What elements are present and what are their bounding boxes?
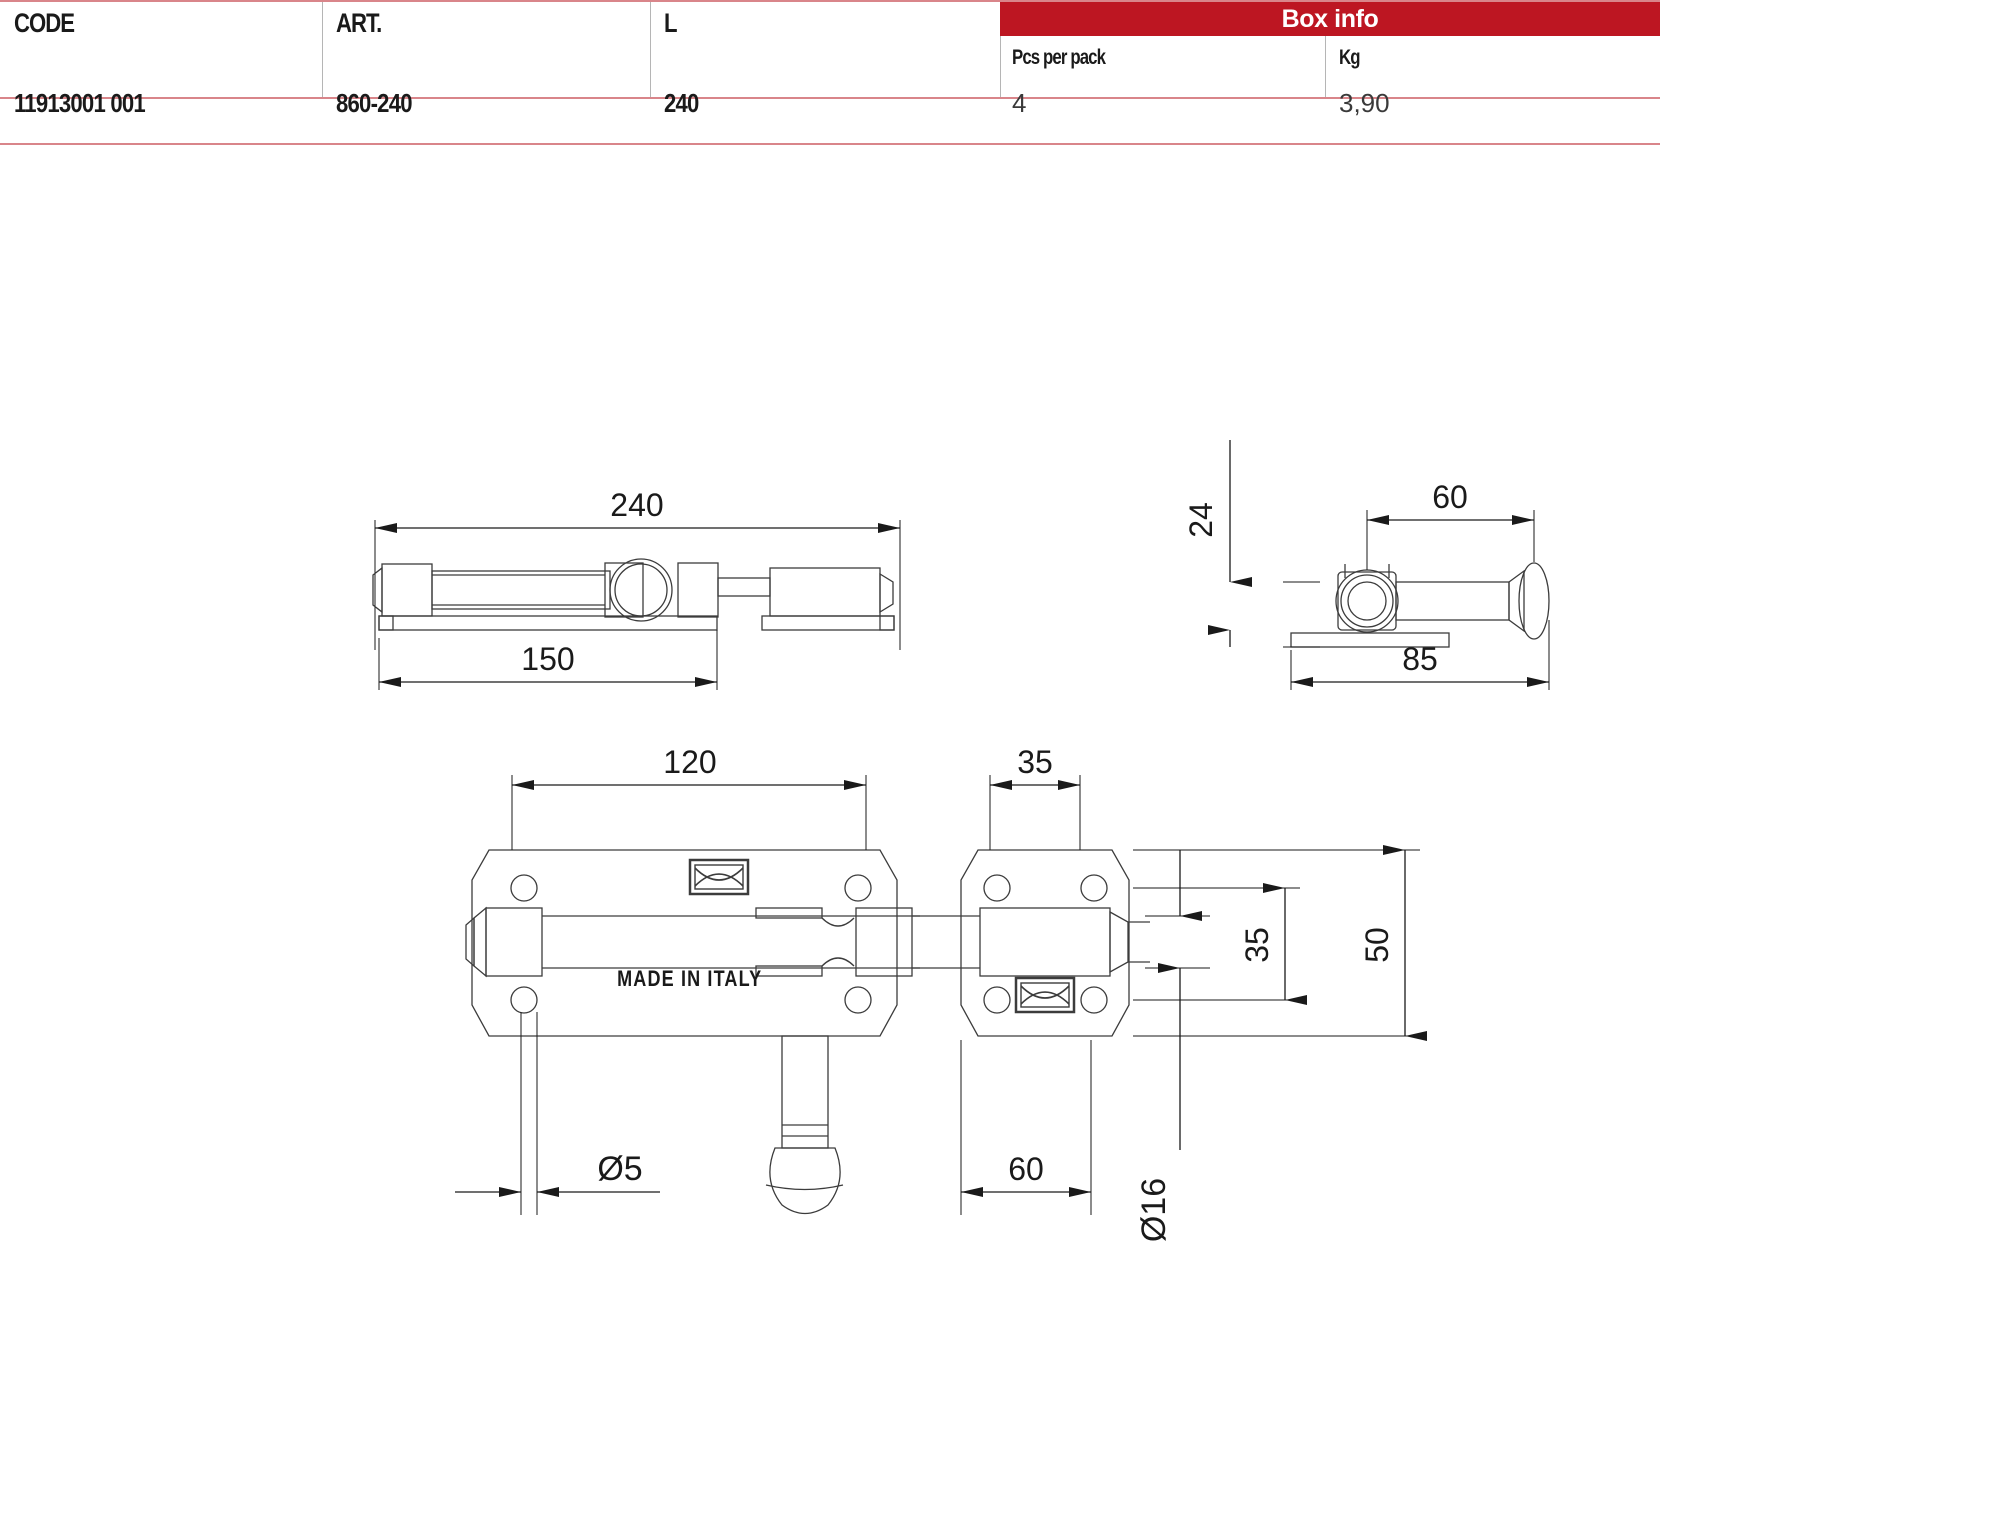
col-divider-art-l [650,2,651,97]
dim-60-plan [960,1040,1092,1215]
dim-label-120: 120 [663,744,716,780]
side-view-geometry [1283,562,1550,648]
dim-label-dia16: Ø16 [1135,1178,1173,1242]
dim-label-60-side: 60 [1432,479,1468,515]
dim-label-50: 50 [1359,927,1395,963]
dim-label-35-top: 35 [1017,744,1053,780]
col-divider-l-box [1000,2,1001,97]
dim-50 [1133,845,1427,1041]
box-info-band [1000,2,1660,36]
col-divider-code-art [322,2,323,97]
plan-view-geometry [465,849,1150,1215]
dim-label-150: 150 [521,641,574,677]
dim-85 [1290,620,1550,690]
dim-label-85: 85 [1402,641,1438,677]
cell-art: 860-240 [336,88,413,118]
header-code: CODE [14,8,75,38]
dim-120 [511,775,867,850]
table-bottom-rule [0,143,1660,145]
cell-code: 11913001 001 [14,88,146,118]
dim-60-side [1366,510,1535,570]
dim-35-top [989,775,1081,850]
cell-l: 240 [664,88,699,118]
cell-pcs-per-pack: 4 [1012,88,1027,118]
dim-label-60-plan: 60 [1008,1151,1044,1187]
header-art: ART. [336,8,382,38]
made-in-italy-marking: MADE IN ITALY [617,968,762,992]
dim-dia16 [1145,850,1210,1150]
dim-label-35-right: 35 [1239,927,1275,963]
spec-table: Box info CODE ART. L Pcs per pack Kg 119… [0,0,1660,146]
header-kg: Kg [1339,46,1361,69]
dim-150 [378,630,718,690]
table-top-rule [0,0,1660,2]
header-l: L [664,8,678,38]
box-info-header: Box info [1281,5,1379,33]
dim-label-dia5: Ø5 [597,1150,642,1188]
dim-dia5 [455,1012,660,1215]
col-divider-pcs-kg [1325,36,1326,97]
table-header-rule [0,97,1660,99]
dim-35-right [1133,883,1307,1005]
top-view-geometry [372,520,901,650]
cell-kg: 3,90 [1339,88,1390,118]
dim-label-24: 24 [1183,502,1219,538]
header-pcs-per-pack: Pcs per pack [1012,46,1106,69]
dim-label-240: 240 [610,487,663,523]
technical-drawing: 240 150 [0,150,1996,1530]
